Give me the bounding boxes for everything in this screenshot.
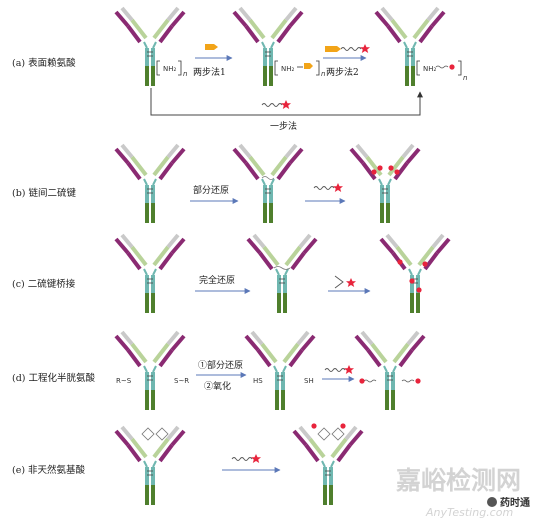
antibody-conjugate-c (379, 233, 451, 315)
row-c: (c) 二硫键桥接 完全还原 (12, 233, 451, 315)
antibody-engineered-d (114, 330, 186, 412)
svg-text:S~R: S~R (174, 377, 189, 385)
antibody-conjugate-a (374, 6, 446, 88)
row-label-d: (d) 工程化半胱氨酸 (12, 372, 96, 384)
step-partial-reduction-d: ①部分还原 (198, 359, 243, 371)
step-full-reduction-c: 完全还原 (199, 274, 235, 286)
row-label-e: (e) 非天然氨基酸 (12, 464, 86, 476)
chem-nh2-a1: NH₂ (163, 65, 177, 73)
antibody-engineered-e (114, 425, 186, 507)
chem-nh-a2: NH₂ (281, 65, 295, 73)
svg-text:n: n (183, 70, 187, 78)
antibody-native-a (114, 6, 186, 88)
antibody-reduced-b (232, 143, 304, 225)
svg-text:HS: HS (253, 377, 263, 385)
antibody-conjugate-b (349, 143, 421, 225)
antibody-reduced-d (244, 330, 316, 412)
badge-text: 药时通 (500, 496, 530, 509)
antibody-conjugate-d (354, 330, 426, 412)
row-label-b: (b) 链间二硫键 (12, 187, 77, 199)
step-oxidation-d: ②氧化 (204, 380, 231, 392)
linker-icon (205, 44, 218, 50)
watermark-url: AnyTesting.com (425, 506, 513, 519)
row-e: (e) 非天然氨基酸 (12, 423, 364, 507)
wechat-badge: 药时通 (487, 496, 530, 509)
step-two-step-1: 两步法1 (193, 66, 226, 78)
row-a: (a) 表面赖氨酸 NH₂ n 两步法1 NH₂ n 两步法2 NH₂ n 一步… (12, 6, 467, 132)
step-one-step: 一步法 (270, 120, 297, 132)
antibody-native-c (114, 233, 186, 315)
antibody-native-b (114, 143, 186, 225)
antibody-conjugate-e (292, 425, 364, 507)
svg-text:SH: SH (304, 377, 314, 385)
arrow-one-step (150, 88, 423, 116)
step-two-step-2: 两步法2 (326, 66, 359, 78)
step-partial-reduction-b: 部分还原 (193, 184, 229, 196)
watermark: 嘉峪检测网 AnyTesting.com (396, 466, 521, 519)
antibody-reduced-c (246, 233, 318, 315)
svg-text:n: n (321, 70, 325, 78)
row-label-a: (a) 表面赖氨酸 (12, 57, 76, 69)
row-d: (d) 工程化半胱氨酸 R~S S~R ①部分还原 ②氧化 HS SH (12, 330, 426, 412)
row-label-c: (c) 二硫键桥接 (12, 278, 76, 290)
svg-text:R~S: R~S (116, 377, 132, 385)
svg-text:n: n (463, 74, 467, 82)
wechat-icon (487, 497, 497, 507)
watermark-cn: 嘉峪检测网 (396, 466, 521, 495)
row-b: (b) 链间二硫键 部分还原 (12, 143, 421, 225)
chem-nh-a3: NH₂ (423, 65, 437, 73)
antibody-intermediate-a (232, 6, 304, 88)
